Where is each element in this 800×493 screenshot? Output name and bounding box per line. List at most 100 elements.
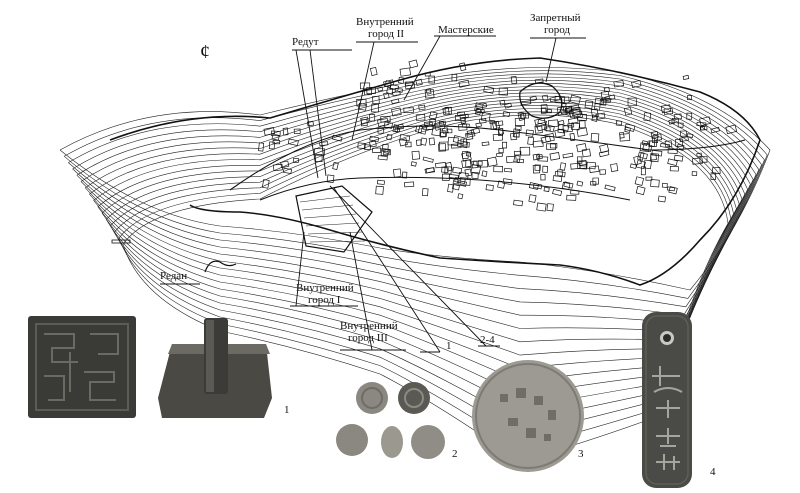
building-footprint xyxy=(570,106,582,117)
contour-line xyxy=(122,114,729,462)
building-footprint xyxy=(514,118,525,127)
building-footprint xyxy=(306,120,314,127)
building-footprint xyxy=(441,173,450,181)
building-footprint xyxy=(422,156,434,163)
building-footprint xyxy=(447,183,455,193)
label-inner-city-2-line1: Внутренний xyxy=(356,16,414,28)
building-footprint xyxy=(383,149,391,156)
callout-2-4: 2-4 xyxy=(480,334,495,346)
building-footprint xyxy=(519,146,531,156)
building-footprint xyxy=(357,142,366,149)
building-footprint xyxy=(649,153,659,163)
contour-line xyxy=(89,89,751,356)
building-footprint xyxy=(590,108,599,118)
building-footprint xyxy=(631,80,642,88)
building-footprint xyxy=(636,160,646,170)
building-footprint xyxy=(578,160,588,166)
building-footprint xyxy=(366,86,376,95)
building-footprint xyxy=(383,79,395,87)
building-footprint xyxy=(565,106,573,114)
building-footprint xyxy=(477,160,488,168)
building-footprint xyxy=(326,174,335,184)
building-footprint xyxy=(545,126,551,132)
contour-line xyxy=(118,111,732,449)
building-footprint xyxy=(543,186,550,192)
building-footprint xyxy=(315,154,323,162)
building-footprint xyxy=(439,120,446,126)
building-footprint xyxy=(383,121,393,129)
building-footprint xyxy=(562,152,574,159)
building-footprint xyxy=(280,160,290,169)
building-footprint xyxy=(661,182,668,188)
label-forbidden-city-line1: Запретный xyxy=(530,12,581,24)
building-footprint xyxy=(534,125,543,134)
building-footprint xyxy=(481,141,490,147)
building-footprint xyxy=(415,125,423,134)
contour-line xyxy=(72,76,762,316)
contour-line xyxy=(114,108,734,436)
building-footprint xyxy=(569,94,582,105)
building-footprint xyxy=(357,102,367,111)
building-footprint xyxy=(610,163,619,172)
building-footprint xyxy=(371,103,379,113)
building-footprint xyxy=(399,67,412,77)
building-footprint xyxy=(570,190,580,195)
callout-1: 1 xyxy=(446,340,452,352)
building-footprint xyxy=(640,166,646,176)
building-footprint xyxy=(546,203,554,212)
label-inner-city-1-line1: Внутренний xyxy=(296,282,354,294)
building-footprint xyxy=(496,152,503,158)
building-footprint xyxy=(525,129,534,137)
building-footprint xyxy=(549,95,561,103)
building-footprint xyxy=(615,120,623,126)
building-footprint xyxy=(498,148,504,154)
building-footprint xyxy=(579,120,586,129)
building-footprint xyxy=(624,123,636,132)
building-footprint xyxy=(669,166,679,172)
building-footprint xyxy=(613,80,625,88)
building-footprint xyxy=(465,151,472,157)
building-footprint xyxy=(667,148,678,154)
building-footprint xyxy=(492,133,504,141)
scale-bar xyxy=(111,239,131,244)
contour-line xyxy=(84,86,754,343)
building-footprint xyxy=(584,100,594,109)
building-footprint xyxy=(577,156,583,164)
building-footprint xyxy=(550,142,558,149)
building-footprint xyxy=(398,76,405,84)
building-footprint xyxy=(645,176,653,181)
inner-wall-south xyxy=(259,176,631,201)
building-footprint xyxy=(712,167,721,175)
building-footprint xyxy=(458,123,468,131)
contour-line xyxy=(101,98,743,396)
building-footprint xyxy=(677,122,684,128)
building-footprint xyxy=(287,138,299,146)
building-footprint xyxy=(671,117,680,124)
building-footprint xyxy=(497,180,506,189)
building-footprint xyxy=(653,133,662,141)
building-footprint xyxy=(504,167,513,173)
building-footprint xyxy=(532,164,541,174)
contour-line xyxy=(80,83,757,333)
building-footprints xyxy=(258,59,738,212)
building-footprint xyxy=(458,79,470,88)
building-footprint xyxy=(513,199,524,207)
building-footprint xyxy=(418,104,426,111)
building-footprint xyxy=(648,140,657,147)
figure-number-2: 2 xyxy=(452,448,458,460)
building-footprint xyxy=(675,138,684,147)
building-footprint xyxy=(502,141,507,149)
building-footprint xyxy=(372,95,380,105)
figure-number-4: 4 xyxy=(710,466,716,478)
building-footprint xyxy=(420,137,428,146)
building-footprint xyxy=(590,133,600,142)
building-footprint xyxy=(589,165,600,173)
building-footprint xyxy=(470,164,482,175)
building-footprint xyxy=(452,135,465,145)
city-block-line xyxy=(305,222,360,227)
building-footprint xyxy=(445,161,453,172)
building-footprint xyxy=(270,130,281,137)
building-footprint xyxy=(536,202,547,212)
building-footprint xyxy=(498,87,509,96)
label-leader-lines xyxy=(160,35,586,353)
